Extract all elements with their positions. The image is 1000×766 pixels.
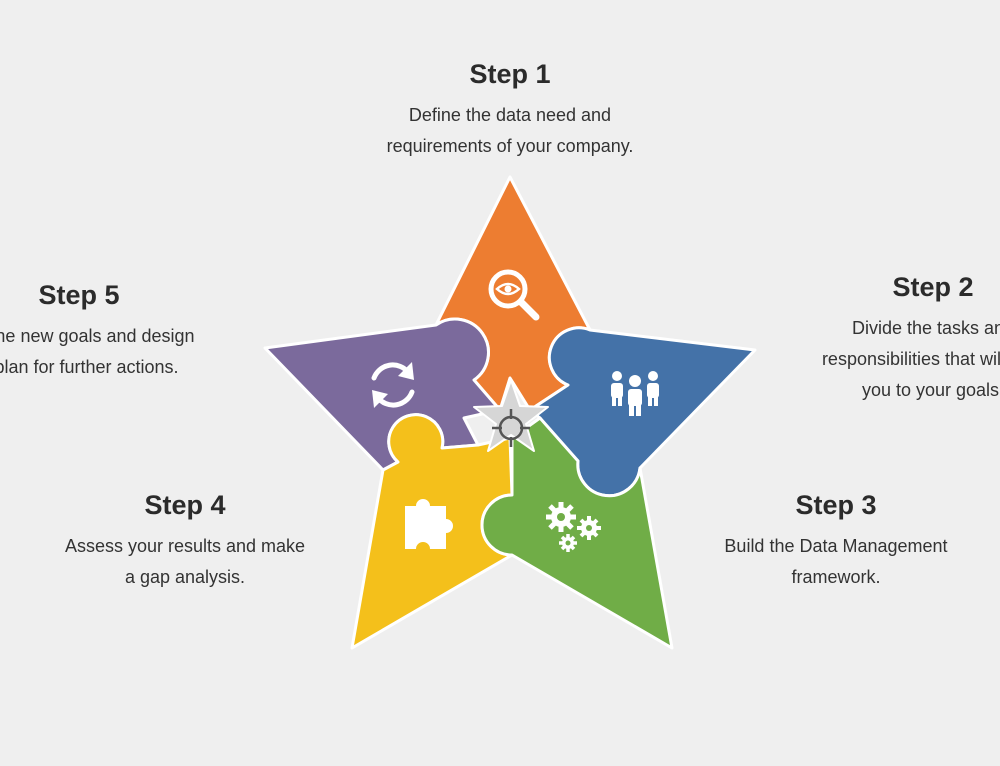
step-5-desc-line-1: Define new goals and design	[0, 326, 195, 346]
gears-icon	[546, 502, 601, 552]
step-3-title: Step 3	[795, 490, 877, 520]
step-5-title: Step 5	[38, 280, 120, 310]
step-2-desc-line-1: Divide the tasks and	[851, 318, 1000, 338]
step-1-title: Step 1	[469, 59, 551, 89]
step-1-desc-line-2: requirements of your company.	[386, 136, 634, 156]
step-1-block: Step 1 Define the data need and requirem…	[310, 59, 710, 162]
step-4-desc-line-2: a gap analysis.	[124, 567, 246, 587]
step-4-title: Step 4	[144, 490, 226, 520]
step-3-puzzle-piece	[480, 416, 674, 650]
magnifier-eye-icon	[488, 269, 540, 321]
step-2-block: Step 2 Divide the tasks and responsibili…	[733, 272, 1000, 406]
step-3-block: Step 3 Build the Data Management framewo…	[636, 490, 1000, 593]
people-group-icon	[611, 371, 659, 416]
step-3-desc-line-2: framework.	[791, 567, 881, 587]
step-2-title: Step 2	[892, 272, 974, 302]
step-4-desc-line-1: Assess your results and make	[64, 536, 306, 556]
refresh-cycle-icon	[371, 362, 415, 408]
step-2-desc-line-2: responsibilities that will lead	[821, 349, 1000, 369]
step-1-desc-line-1: Define the data need and	[408, 105, 612, 125]
step-5-block: Step 5 Define new goals and design a pla…	[0, 280, 279, 383]
step-5-desc-line-2: a plan for further actions.	[0, 357, 179, 377]
crosshair-target-icon	[492, 409, 530, 447]
step-2-desc-line-3: you to your goals.	[861, 380, 1000, 400]
puzzle-piece-icon	[405, 499, 453, 549]
step-3-desc-line-1: Build the Data Management	[724, 536, 948, 556]
step-4-block: Step 4 Assess your results and make a ga…	[0, 490, 385, 593]
